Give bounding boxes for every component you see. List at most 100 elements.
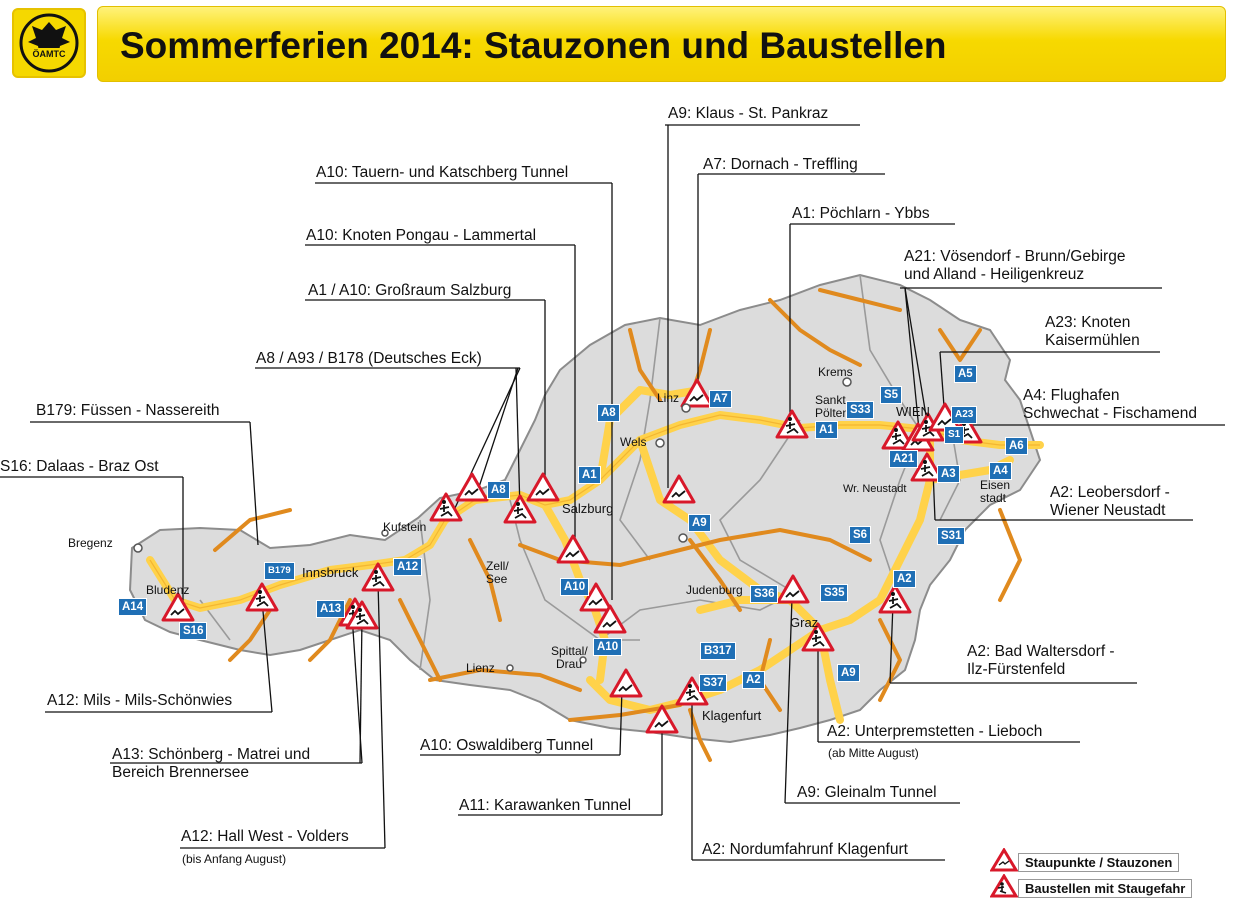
- construction-warning-icon: [345, 600, 379, 630]
- road-a2-south: A2: [742, 671, 765, 689]
- callout-a12-mils: A12: Mils - Mils-Schönwies: [47, 692, 233, 709]
- road-a7: A7: [709, 390, 732, 408]
- callout-a10-pongau: A10: Knoten Pongau - Lammertal: [306, 227, 537, 244]
- road-a10-south: A10: [593, 638, 623, 656]
- road-a12: A12: [393, 558, 423, 576]
- callout-a9-gleinalm: A9: Gleinalm Tunnel: [797, 784, 937, 801]
- callout-a13-line2: Bereich Brennersee: [112, 764, 249, 781]
- callout-a2-waltersdorf-line2: Ilz-Fürstenfeld: [967, 661, 1066, 678]
- callout-b179: B179: Füssen - Nassereith: [36, 402, 220, 419]
- callout-a4: A4: Flughafen Schwechat - Fischamend: [1023, 387, 1197, 423]
- construction-warning-icon: [801, 622, 835, 652]
- road-s35: S35: [820, 584, 849, 602]
- road-s33: S33: [846, 401, 875, 419]
- callout-a2-waltersdorf: A2: Bad Waltersdorf - Ilz-Fürstenfeld: [967, 643, 1115, 679]
- city-spittal: Spittal/: [551, 644, 588, 658]
- warning-markers: [161, 378, 983, 734]
- callout-a2-waltersdorf-line1: A2: Bad Waltersdorf -: [967, 643, 1115, 660]
- legend-stau-icon: [989, 847, 1019, 877]
- city-poelten: Pölten: [815, 406, 850, 420]
- legend-stau: Staupunkte / Stauzonen: [1018, 853, 1180, 872]
- road-a2-east: A2: [893, 570, 916, 588]
- city-judenburg: Judenburg: [686, 583, 743, 597]
- construction-warning-icon: [503, 494, 537, 524]
- callout-a2-nord: A2: Nordumfahrunf Klagenfurt: [702, 841, 908, 858]
- note-hall: (bis Anfang August): [182, 852, 287, 866]
- city-eisen: Eisen: [980, 478, 1011, 492]
- construction-warning-icon: [245, 582, 279, 612]
- road-a4: A4: [989, 462, 1012, 480]
- city-wr-neustadt: Wr. Neustadt: [843, 483, 907, 495]
- road-s1: S1: [944, 426, 965, 444]
- traffic-jam-warning-icon: [579, 582, 613, 612]
- note-unterpremstetten: (ab Mitte August): [828, 746, 919, 760]
- road-a8-north: A8: [597, 404, 620, 422]
- callout-a1-poechlarn: A1: Pöchlarn - Ybbs: [792, 205, 930, 222]
- road-a3: A3: [937, 465, 960, 483]
- callout-a10-tauern: A10: Tauern- und Katschberg Tunnel: [316, 164, 569, 181]
- road-a1-salzburg: A1: [578, 466, 601, 484]
- highway-edges: [149, 414, 1040, 609]
- road-s16: S16: [179, 622, 208, 640]
- legend-baustellen: Baustellen mit Staugefahr: [1018, 879, 1193, 898]
- city-sankt: Sankt: [815, 393, 846, 407]
- callout-a1-a10-salzburg: A1 / A10: Großraum Salzburg: [308, 282, 512, 299]
- callout-a21: A21: Vösendorf - Brunn/Gebirge und Allan…: [904, 248, 1125, 284]
- eagle-emblem-icon: ÖAMTC: [19, 13, 79, 73]
- city-bregenz: Bregenz: [68, 536, 113, 550]
- city-wels: Wels: [620, 435, 647, 449]
- road-s36: S36: [750, 585, 779, 603]
- callout-a2-leobersdorf-line1: A2: Leobersdorf -: [1050, 484, 1170, 501]
- callout-a13: A13: Schönberg - Matrei und Bereich Bren…: [112, 746, 310, 782]
- callout-a23: A23: Knoten Kaisermühlen: [1045, 314, 1140, 350]
- road-b317: B317: [700, 642, 736, 660]
- road-s6: S6: [849, 526, 872, 544]
- road-a6: A6: [1005, 437, 1028, 455]
- callout-a23-line1: A23: Knoten: [1045, 314, 1131, 331]
- city-wien: WIEN: [896, 404, 930, 419]
- road-a14: A14: [118, 598, 148, 616]
- construction-warning-icon: [775, 409, 809, 439]
- title-bar: Sommerferien 2014: Stauzonen und Baustel…: [97, 6, 1226, 82]
- oeamtc-logo: ÖAMTC: [12, 8, 86, 78]
- city-dots: [133, 377, 852, 672]
- traffic-jam-warning-icon: [776, 574, 810, 604]
- callout-lines: [0, 124, 1225, 861]
- callout-a9-klaus: A9: Klaus - St. Pankraz: [668, 105, 829, 122]
- city-linz: Linz: [657, 391, 680, 405]
- callout-a2-unterpremstetten: A2: Unterpremstetten - Lieboch: [827, 723, 1043, 740]
- traffic-jam-warning-icon: [662, 474, 696, 504]
- road-a9-north: A9: [688, 514, 711, 532]
- callout-a21-line2: und Alland - Heiligenkreuz: [904, 266, 1085, 283]
- road-s31: S31: [937, 527, 966, 545]
- traffic-jam-warning-icon: [593, 604, 627, 634]
- traffic-jam-warning-icon: [526, 472, 560, 502]
- construction-warning-icon: [361, 562, 395, 592]
- callout-a4-line1: A4: Flughafen: [1023, 387, 1120, 404]
- road-a23: A23: [951, 406, 978, 424]
- callout-a7-dornach: A7: Dornach - Treffling: [703, 156, 858, 173]
- city-kufstein: Kufstein: [383, 520, 427, 534]
- traffic-jam-warning-icon: [161, 592, 195, 622]
- callout-a4-line2: Schwechat - Fischamend: [1023, 405, 1198, 422]
- road-a10-north: A10: [560, 578, 590, 596]
- traffic-jam-warning-icon: [680, 378, 714, 408]
- callout-a11: A11: Karawanken Tunnel: [459, 797, 632, 814]
- traffic-jam-warning-icon: [455, 472, 489, 502]
- road-a5: A5: [954, 365, 977, 383]
- road-a1-east: A1: [815, 421, 838, 439]
- city-klagenfurt: Klagenfurt: [702, 708, 762, 723]
- road-a13: A13: [316, 600, 346, 618]
- road-s5: S5: [880, 386, 903, 404]
- callout-a12-hall: A12: Hall West - Volders: [181, 828, 349, 845]
- city-bludenz: Bludenz: [146, 583, 190, 597]
- city-zell: Zell/: [486, 559, 509, 573]
- construction-warning-icon: [881, 420, 915, 450]
- callout-s16: S16: Dalaas - Braz Ost: [0, 458, 159, 475]
- callout-a13-line1: A13: Schönberg - Matrei und: [112, 746, 311, 763]
- city-stadt: stadt: [980, 491, 1007, 505]
- traffic-jam-warning-icon: [609, 668, 643, 698]
- callout-a23-line2: Kaisermühlen: [1045, 332, 1140, 349]
- callout-a8-a93: A8 / A93 / B178 (Deutsches Eck): [256, 350, 482, 367]
